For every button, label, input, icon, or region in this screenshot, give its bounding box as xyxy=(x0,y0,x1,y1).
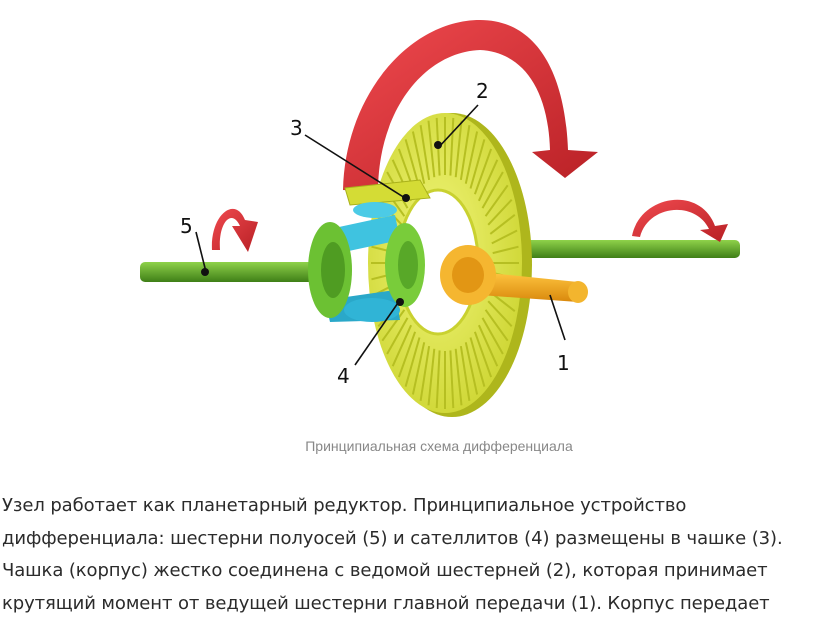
semi-axle-gears xyxy=(308,222,425,318)
label-3: 3 xyxy=(290,116,303,140)
rotation-arrow-left xyxy=(211,208,258,252)
paragraph-line: Чашка (корпус) жестко соединена с ведомо… xyxy=(2,560,768,582)
label-4: 4 xyxy=(337,364,350,388)
drive-pinion xyxy=(440,245,588,305)
label-2: 2 xyxy=(476,79,489,103)
paragraph-line: Узел работает как планетарный редуктор. … xyxy=(2,495,687,516)
differential-diagram: 2 3 5 4 1 xyxy=(140,20,740,417)
rotation-arrow-right xyxy=(632,199,728,242)
body-paragraph: Узел работает как планетарный редуктор. … xyxy=(2,490,818,620)
paragraph-line: дифференциала: шестерни полуосей (5) и с… xyxy=(2,527,783,549)
figure-caption: Принципиальная схема дифференциала xyxy=(305,438,573,454)
paragraph-line: крутящий момент от ведущей шестерни глав… xyxy=(2,592,770,614)
label-1: 1 xyxy=(557,351,570,375)
left-axle xyxy=(140,262,340,282)
rotation-arrow-main xyxy=(343,20,598,192)
label-5: 5 xyxy=(180,214,193,238)
